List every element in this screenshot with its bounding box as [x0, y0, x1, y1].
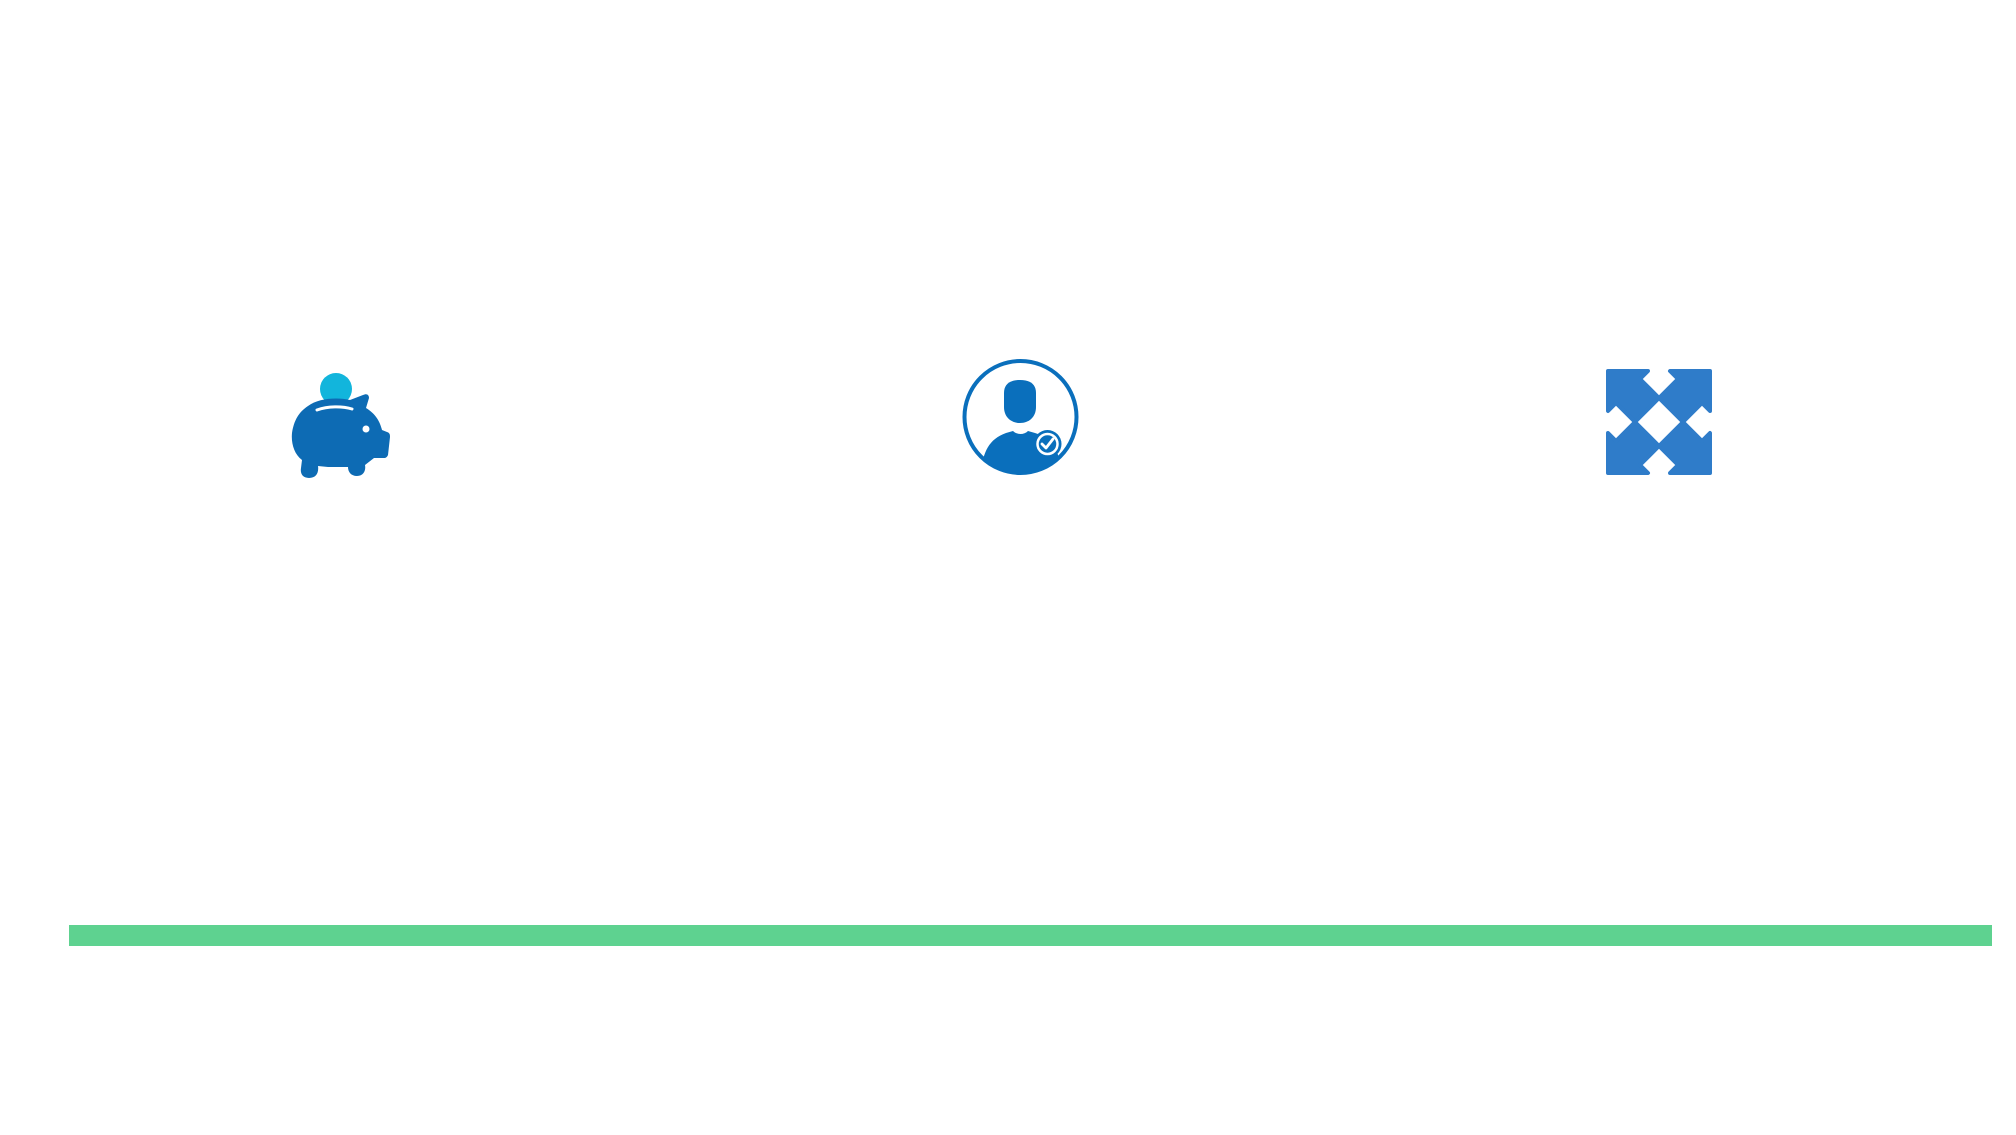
arrow-center-gap-shape [1649, 412, 1669, 432]
divider-bar [69, 925, 1992, 946]
badge-ring-shape [1036, 432, 1059, 456]
arrow-bottom-left-shape [1606, 420, 1661, 475]
user-ring-shape [962, 359, 1079, 475]
verified-user-icon [961, 357, 1080, 477]
arrow-bottom-right-shape [1657, 420, 1712, 475]
piggy-bank-icon [290, 370, 398, 482]
arrow-top-left-shape [1606, 369, 1661, 424]
arrow-top-right-shape [1657, 369, 1712, 424]
check-mark-shape [1040, 437, 1055, 450]
coin-shape [320, 373, 352, 405]
user-head-shape [1004, 380, 1036, 423]
piggy-slot-shape [315, 405, 354, 412]
piggy-body-shape [291, 394, 390, 478]
piggy-eye-shape [362, 425, 370, 433]
expand-arrows-icon [1604, 367, 1714, 477]
